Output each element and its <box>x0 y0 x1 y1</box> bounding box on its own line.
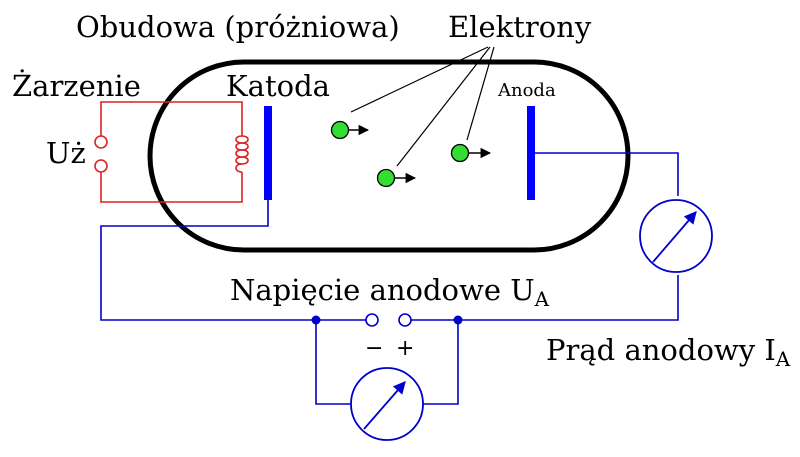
heater-terminal-top <box>94 135 108 149</box>
heater-terminal-bottom <box>94 159 108 173</box>
envelope-label: Obudowa (próżniowa) <box>76 10 400 44</box>
heater-circuit <box>94 101 249 203</box>
anode-voltage-subscript: A <box>534 287 550 311</box>
coil-icon <box>235 135 249 173</box>
meter-icon <box>350 367 424 441</box>
meter-icon <box>639 199 713 273</box>
heater-voltage-label: Uż <box>46 136 86 170</box>
junction-left <box>311 315 321 325</box>
plus-sign: + <box>396 336 414 361</box>
anode-voltage-text: Napięcie anodowe U <box>230 273 535 307</box>
minus-sign: − <box>365 336 383 361</box>
anode-current-text: Prąd anodowy I <box>546 333 776 367</box>
anode-current-subscript: A <box>775 347 791 371</box>
source-terminal-plus <box>398 313 412 327</box>
electron-icon <box>376 168 417 188</box>
heating-label: Żarzenie <box>12 68 141 103</box>
electron-icon <box>450 143 492 163</box>
junction-right <box>453 315 463 325</box>
source-terminal-minus <box>365 313 379 327</box>
anode-electrode <box>527 106 535 200</box>
cathode-label: Katoda <box>226 69 330 103</box>
cathode-electrode <box>264 106 272 200</box>
electron-icon <box>330 120 370 140</box>
electrons-label: Elektrony <box>448 10 592 44</box>
anode-circuit <box>100 152 679 405</box>
anode-label: Anoda <box>497 80 556 101</box>
anode-current-label: Prąd anodowy IA <box>546 333 791 371</box>
anode-voltage-label: Napięcie anodowe UA <box>230 273 550 311</box>
electron-leader-lines <box>350 46 495 167</box>
tube-envelope <box>147 59 631 253</box>
